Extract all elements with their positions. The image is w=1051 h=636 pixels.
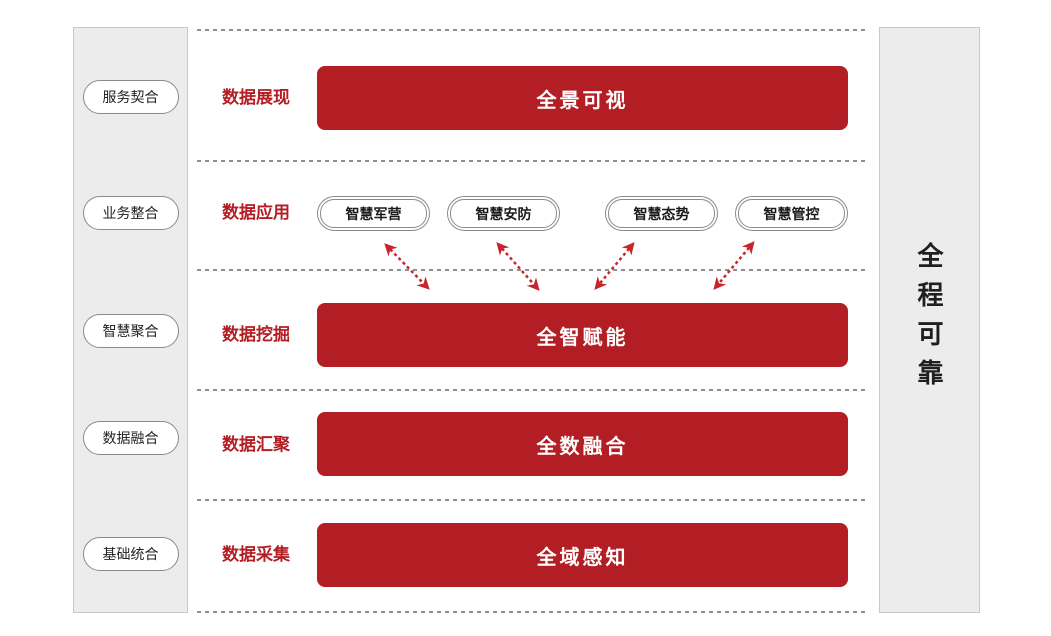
bar-label: 全智赋能 bbox=[536, 326, 629, 349]
app-pill-smart-security: 智慧安防 bbox=[447, 196, 560, 231]
app-pill-smart-situation: 智慧态势 bbox=[605, 196, 718, 231]
right-sidebar: 全程可靠 bbox=[879, 27, 980, 613]
sidebar-pill-label: 基础统合 bbox=[102, 546, 159, 562]
sidebar-pill-smart-aggregation: 智慧聚合 bbox=[82, 314, 179, 348]
dotted-separator bbox=[197, 29, 866, 31]
sidebar-pill-label: 服务契合 bbox=[102, 89, 159, 105]
bar-full-intelligence: 全智赋能 bbox=[317, 303, 848, 367]
bidirectional-arrow bbox=[384, 243, 430, 290]
layer-label-data-application: 数据应用 bbox=[222, 203, 290, 222]
app-pill-label: 智慧军营 bbox=[320, 199, 427, 228]
sidebar-pill-data-fusion: 数据融合 bbox=[82, 421, 179, 455]
app-pill-label: 智慧管控 bbox=[738, 199, 845, 228]
sidebar-pill-label: 智慧聚合 bbox=[102, 323, 159, 339]
dotted-separator bbox=[197, 499, 866, 501]
layer-label-data-display: 数据展现 bbox=[222, 88, 290, 107]
layer-label-data-collection: 数据采集 bbox=[222, 545, 290, 564]
app-pill-smart-barracks: 智慧军营 bbox=[317, 196, 430, 231]
bar-label: 全数融合 bbox=[536, 435, 629, 458]
sidebar-pill-label: 数据融合 bbox=[102, 430, 159, 446]
bar-label: 全景可视 bbox=[536, 89, 629, 112]
sidebar-pill-basic-unification: 基础统合 bbox=[82, 537, 179, 571]
sidebar-pill-label: 业务整合 bbox=[102, 205, 159, 221]
reliability-vertical-label: 全程可靠 bbox=[914, 242, 944, 398]
bar-full-data-fusion: 全数融合 bbox=[317, 412, 848, 476]
left-sidebar: 服务契合 业务整合 智慧聚合 数据融合 基础统合 bbox=[73, 27, 188, 613]
bar-panoramic-visibility: 全景可视 bbox=[317, 66, 848, 130]
layer-label-data-convergence: 数据汇聚 bbox=[222, 435, 290, 454]
dotted-separator bbox=[197, 160, 866, 162]
bidirectional-arrow bbox=[713, 241, 755, 290]
dotted-separator bbox=[197, 389, 866, 391]
app-pill-smart-control: 智慧管控 bbox=[735, 196, 848, 231]
sidebar-pill-service-fit: 服务契合 bbox=[82, 80, 179, 114]
bar-label: 全域感知 bbox=[536, 546, 629, 569]
app-pill-label: 智慧态势 bbox=[608, 199, 715, 228]
bidirectional-arrow bbox=[496, 242, 540, 291]
app-pill-label: 智慧安防 bbox=[450, 199, 557, 228]
arrows-layer bbox=[384, 241, 755, 291]
layer-label-data-mining: 数据挖掘 bbox=[222, 325, 290, 344]
bidirectional-arrow bbox=[594, 242, 635, 290]
dotted-separator bbox=[197, 611, 866, 613]
sidebar-pill-business-integration: 业务整合 bbox=[82, 196, 179, 230]
bar-full-domain-sensing: 全域感知 bbox=[317, 523, 848, 587]
